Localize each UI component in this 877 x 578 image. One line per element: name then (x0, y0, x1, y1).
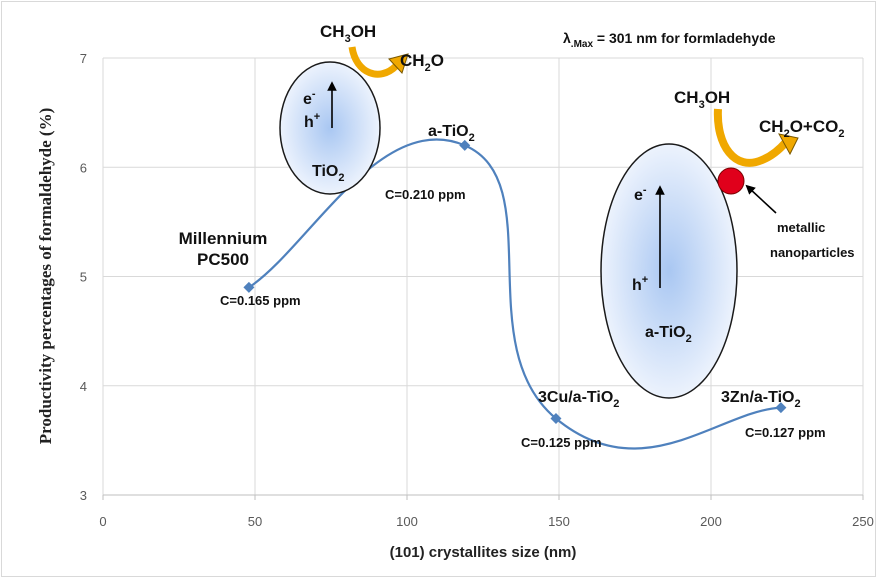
y-tick-0: 3 (80, 488, 87, 503)
inset-right-reactant: CH3OH (674, 88, 730, 111)
marker-0 (243, 281, 255, 293)
inset-right: e- h+ a-TiO2 metallic nanoparticles CH3O… (600, 88, 855, 399)
inset-left-reaction-arrow (348, 46, 399, 78)
y-tick-3: 6 (80, 160, 87, 175)
inset-left-reaction-arrowhead (388, 53, 409, 74)
x-tick-2: 100 (396, 514, 418, 529)
y-axis-title: Productivity percentages of formaldehyde… (36, 108, 55, 444)
inset-right-product: CH2O+CO2 (759, 117, 844, 140)
marker-1 (459, 139, 471, 151)
conc-3zn: C=0.127 ppm (745, 425, 826, 440)
y-tick-labels: 3 4 5 6 7 (80, 51, 87, 503)
y-tick-1: 4 (80, 379, 87, 394)
data-markers (243, 139, 787, 425)
inset-left-reactant: CH3OH (320, 22, 376, 45)
conc-millennium: C=0.165 ppm (220, 293, 301, 308)
inset-left-oval (279, 61, 381, 195)
marker-2 (550, 413, 562, 425)
x-tick-0: 0 (99, 514, 106, 529)
gridlines (102, 57, 864, 500)
label-3zn: 3Zn/a-TiO2 (721, 389, 801, 410)
metal-label-line2: nanoparticles (770, 245, 855, 260)
metal-label-line1: metallic (777, 220, 825, 235)
x-tick-5: 250 (852, 514, 874, 529)
label-3cu: 3Cu/a-TiO2 (538, 389, 619, 410)
inset-right-reaction-arrow (713, 108, 790, 167)
conc-3cu: C=0.125 ppm (521, 435, 602, 450)
inset-right-oval (600, 143, 738, 399)
x-tick-labels: 0 50 100 150 200 250 (99, 514, 873, 529)
inset-right-reaction-arrowhead (778, 133, 799, 156)
y-tick-4: 7 (80, 51, 87, 66)
inset-left: e- h+ TiO2 CH3OH CH2O (279, 22, 444, 195)
inset-left-product: CH2O (400, 51, 444, 74)
inset-right-oxide: a-TiO2 (645, 324, 692, 345)
metal-pointer-line (745, 184, 777, 214)
x-tick-3: 150 (548, 514, 570, 529)
conc-a-tio2: C=0.210 ppm (385, 187, 466, 202)
y-tick-2: 5 (80, 270, 87, 285)
metal-nanoparticle (717, 167, 745, 195)
label-a-tio2: a-TiO2 (428, 123, 475, 144)
inset-left-oxide: TiO2 (312, 163, 345, 184)
x-tick-1: 50 (248, 514, 262, 529)
x-tick-4: 200 (700, 514, 722, 529)
marker-3 (775, 402, 787, 414)
lambda-annotation: λ.Max = 301 nm for formladehyde (563, 30, 776, 50)
x-axis-title: (101) crystallites size (nm) (390, 544, 577, 561)
